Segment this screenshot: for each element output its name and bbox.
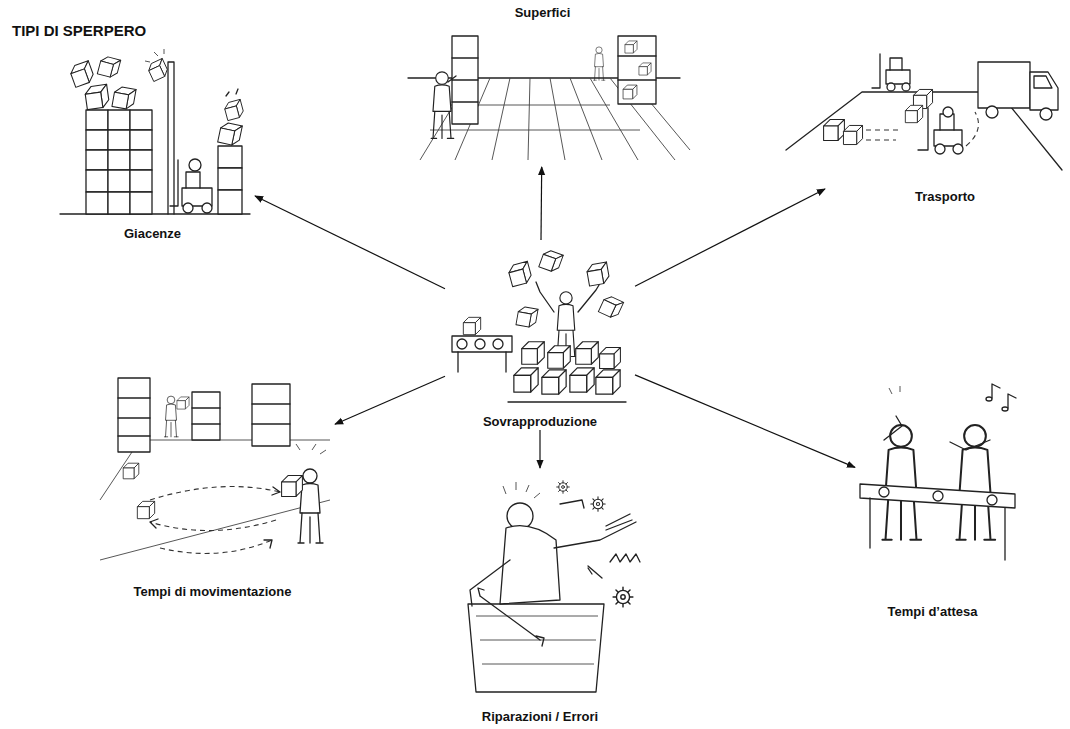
arrow-connector — [540, 167, 542, 240]
node-label: Tempi d’attesa — [885, 604, 979, 620]
node-label: Superfici — [513, 5, 573, 21]
waste-node: Giacenze — [50, 50, 255, 242]
arrow-connector — [635, 375, 855, 468]
waste-node: Tempi di movimentazione — [90, 355, 335, 600]
waste-node: Tempi d’attesa — [855, 380, 1010, 620]
node-label: Sovrapproduzione — [481, 414, 599, 430]
handling-illustration — [100, 378, 330, 560]
arrow-connector — [635, 189, 825, 286]
waste-node: Sovrapproduzione — [445, 240, 635, 430]
waiting-illustration — [860, 384, 1016, 560]
node-label: Riparazioni / Errori — [480, 709, 600, 725]
floor-space-illustration — [408, 36, 690, 160]
stock-illustration — [60, 49, 250, 214]
node-label: Tempi di movimentazione — [132, 584, 294, 600]
repair-illustration — [468, 481, 640, 692]
arrow-connector — [335, 376, 445, 424]
node-label: Trasporto — [913, 189, 977, 205]
overproduction-illustration — [452, 249, 626, 402]
node-label: Giacenze — [122, 226, 183, 242]
waste-node: Trasporto — [825, 50, 1065, 205]
diagram-title: TIPI DI SPERPERO — [12, 22, 146, 40]
arrow-connector — [255, 196, 445, 289]
waste-node: Riparazioni / Errori — [430, 468, 650, 725]
transport-illustration — [786, 54, 1062, 170]
arrow-connector — [539, 430, 540, 468]
waste-node: Superfici — [400, 5, 685, 167]
